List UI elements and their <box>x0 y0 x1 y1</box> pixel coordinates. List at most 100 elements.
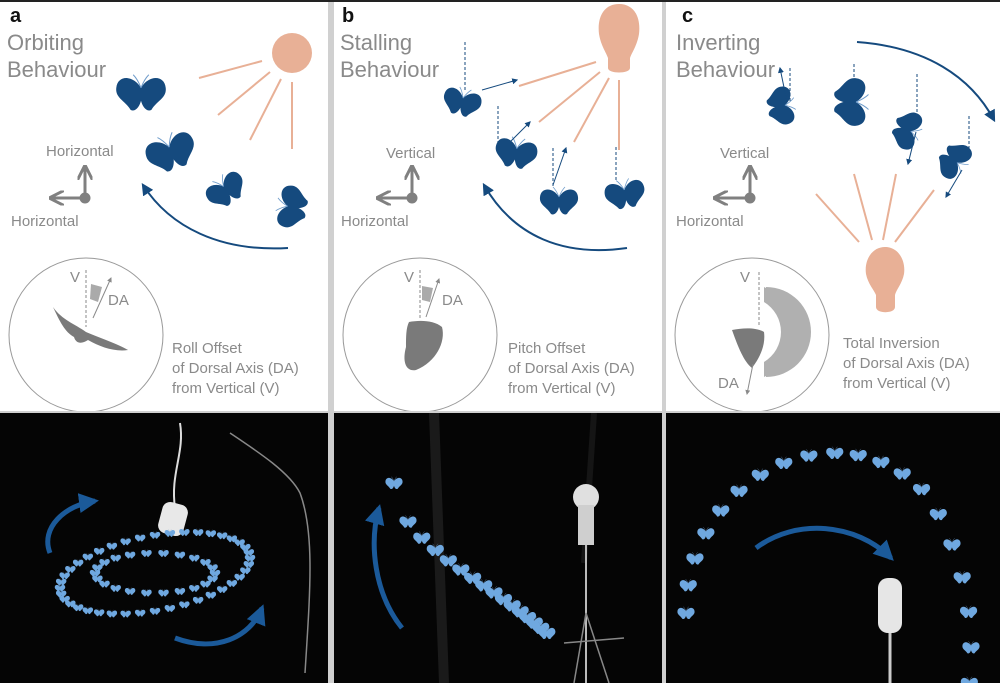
photo-moth <box>134 533 146 542</box>
panel-b: b Stalling Behaviour <box>334 2 662 683</box>
caption-line: from Vertical (V) <box>843 375 951 392</box>
curved-arrow-icon <box>482 182 628 252</box>
photo-moth <box>82 552 94 561</box>
photo-moth <box>929 507 948 521</box>
photo-moth <box>226 579 238 588</box>
photo-moth <box>93 608 105 617</box>
photo-moth <box>110 584 122 592</box>
photo-moth <box>188 553 200 562</box>
inset-da-label: DA <box>442 292 463 309</box>
axis-label-up: Horizontal <box>46 143 114 160</box>
photo-moth <box>134 608 146 617</box>
photo-moth <box>124 550 136 559</box>
photo-moth <box>192 596 204 604</box>
axis-arrows-icon <box>716 168 754 202</box>
panel-letter: b <box>342 5 354 27</box>
photo-moth <box>751 468 770 482</box>
light-bulb-icon <box>158 501 188 537</box>
panel-title: Behaviour <box>7 57 106 82</box>
photo-moth <box>164 604 176 613</box>
panel-c: c Inverting Behaviour <box>666 2 1000 683</box>
panel-title: Behaviour <box>340 57 439 82</box>
axis-arrows-icon <box>52 168 89 202</box>
photo-moth <box>178 528 190 537</box>
inset-circle: V DA <box>342 257 498 411</box>
photo-moth <box>216 585 228 594</box>
photo-moth <box>953 570 971 584</box>
inset-v-label: V <box>70 269 80 286</box>
moth-icon <box>115 74 311 231</box>
axis-label-up: Vertical <box>386 145 435 162</box>
photo-moth <box>120 609 132 618</box>
photo-moth <box>72 558 84 567</box>
photo-moth <box>149 607 161 615</box>
photo-moth <box>412 531 431 545</box>
axis-label-left: Horizontal <box>676 213 744 230</box>
panel-title: Inverting <box>676 30 760 55</box>
photo-moth <box>106 541 118 550</box>
panel-title: Orbiting <box>7 30 84 55</box>
panel-b-photo <box>334 413 662 683</box>
inset-circle: V DA <box>674 257 830 411</box>
photo-moth <box>679 578 698 592</box>
curved-arrow-icon <box>141 182 289 250</box>
photo-moth <box>55 577 67 586</box>
photo-moth <box>59 571 71 580</box>
photo-moth <box>774 456 793 470</box>
photo-moth <box>158 549 169 558</box>
panel-c-diagram: c Inverting Behaviour <box>666 2 1000 411</box>
panel-title: Behaviour <box>676 57 775 82</box>
photo-moth <box>106 609 118 618</box>
panel-letter: a <box>10 5 22 27</box>
inset-da-label: DA <box>718 375 739 392</box>
photo-moth <box>149 531 161 539</box>
panel-letter: c <box>682 5 693 27</box>
moth-icon <box>404 320 443 371</box>
photo-moth <box>174 587 186 596</box>
inset-v-label: V <box>404 269 414 286</box>
photo-moth <box>962 640 980 654</box>
curved-arrow-icon <box>856 41 996 123</box>
light-bulb-icon <box>815 173 935 313</box>
axis-label-left: Horizontal <box>11 213 79 230</box>
photo-moth <box>174 550 186 559</box>
photo-moth <box>959 605 978 619</box>
panel-a-diagram: a Orbiting Behaviour Horizontal <box>0 2 328 411</box>
photo-moth <box>99 579 110 588</box>
light-bulb-icon <box>573 484 599 510</box>
photo-moth <box>205 590 217 599</box>
photo-moth <box>872 455 890 469</box>
photo-moth <box>686 552 704 565</box>
photo-moth <box>216 531 228 540</box>
caption-line: Roll Offset <box>172 340 243 357</box>
curved-arrow-icon <box>174 604 266 647</box>
photo-moth <box>110 553 122 562</box>
moth-icon <box>732 328 765 368</box>
photo-moth <box>178 600 190 609</box>
photo-moth <box>64 565 76 573</box>
panel-a-photo <box>0 413 328 683</box>
photo-moth <box>912 482 931 496</box>
caption-line: Total Inversion <box>843 335 940 352</box>
caption-line: of Dorsal Axis (DA) <box>843 355 970 372</box>
photo-moth <box>800 449 818 462</box>
photo-moth <box>711 504 730 517</box>
axis-arrows-icon <box>379 168 416 202</box>
panel-title: Stalling <box>340 30 412 55</box>
light-bulb-icon <box>878 578 902 633</box>
photo-moth <box>158 588 169 597</box>
photo-moth <box>141 588 152 597</box>
photo-moth <box>205 529 217 538</box>
panel-c-photo <box>666 413 1000 683</box>
photo-moth <box>124 587 136 596</box>
photo-moth <box>399 515 417 529</box>
curved-arrow-icon <box>45 493 99 554</box>
panel-b-diagram: b Stalling Behaviour <box>334 2 662 411</box>
photo-moth <box>200 579 211 588</box>
photo-moth <box>141 549 152 558</box>
light-bulb-icon <box>518 4 640 150</box>
inset-v-label: V <box>740 269 750 286</box>
moth-icon <box>53 307 128 351</box>
axis-label-left: Horizontal <box>341 213 409 230</box>
